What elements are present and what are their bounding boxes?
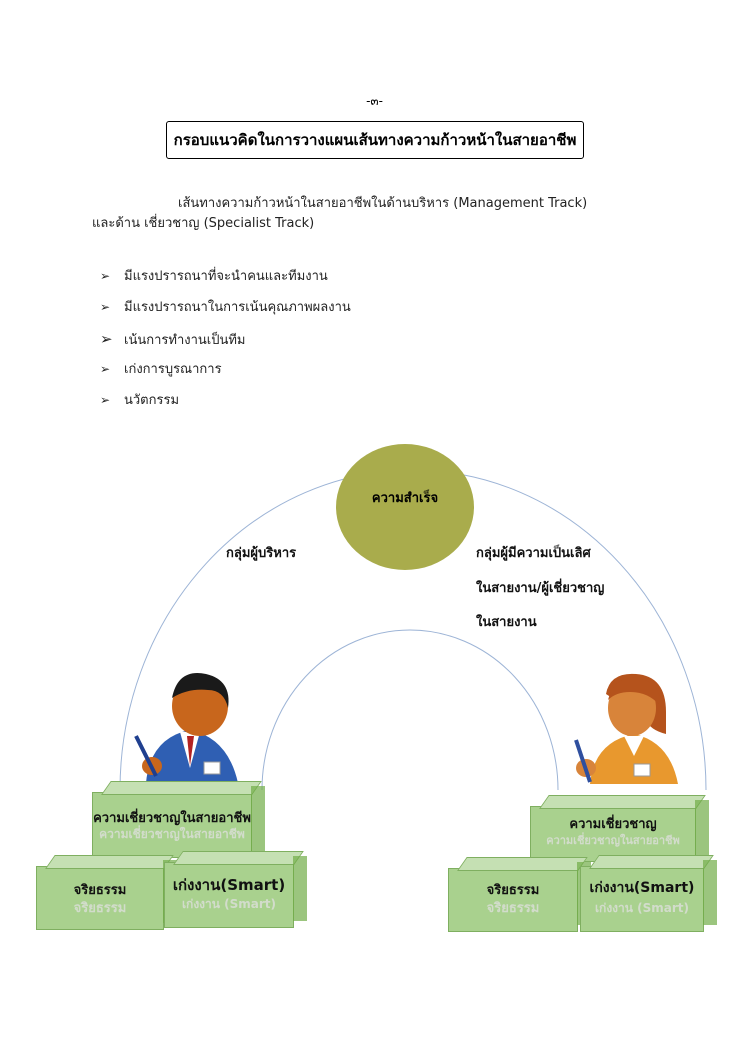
left-expertise-reflection: ความเชี่ยวชาญในสายอาชีพ [99,827,245,841]
success-label: ความสำเร็จ [371,491,439,506]
left-ethics-reflection: จริยธรรม [73,901,127,916]
page-number: -๓- [366,94,383,108]
arrow-bullet-icon: ➢ [100,269,111,283]
left-expertise-box: ความเชี่ยวชาญในสายอาชีพ ความเชี่ยวชาญในส… [92,781,265,858]
specialist-group-line-3: ในสายงาน [476,615,537,630]
right-smart-label: เก่งงาน(Smart) [589,880,695,896]
success-circle [336,444,474,570]
arrow-bullet-icon: ➢ [100,330,113,348]
arrow-bullet-icon: ➢ [100,362,111,376]
right-expertise-box: ความเชี่ยวชาญ ความเชี่ยวชาญในสายอาชีพ [530,795,709,862]
businesswoman-icon [574,673,678,784]
management-group-label: กลุ่มผู้บริหาร [226,546,297,561]
right-smart-box: เก่งงาน(Smart) เก่งงาน (Smart) [580,855,717,932]
arrow-bullet-icon: ➢ [100,393,111,407]
right-expertise-label: ความเชี่ยวชาญ [569,817,657,832]
bullet-item: ➢เก่งการบูรณาการ [100,362,222,377]
left-smart-box: เก่งงาน(Smart) เก่งงาน (Smart) [164,851,307,928]
bullet-item: ➢มีแรงปรารถนาในการเน้นคุณภาพผลงาน [100,300,351,315]
specialist-group-line-2: ในสายงาน/ผู้เชี่ยวชาญ [476,581,605,596]
specialist-group-line-1: กลุ่มผู้มีความเป็นเลิศ [476,546,591,561]
arrow-bullet-icon: ➢ [100,300,111,314]
left-ethics-box: จริยธรรม จริยธรรม [36,855,177,930]
right-ethics-reflection: จริยธรรม [486,901,540,916]
bullet-item: ➢เน้นการทำงานเป็นทีม [100,330,246,348]
page-title: กรอบแนวคิดในการวางแผนเส้นทางความก้าวหน้า… [166,121,584,159]
right-smart-reflection: เก่งงาน (Smart) [594,901,690,915]
left-smart-label: เก่งงาน(Smart) [172,876,286,894]
intro-line-2: และด้าน เชี่ยวชาญ (Specialist Track) [92,216,315,231]
inner-arc [261,629,559,791]
bullet-item: ➢นวัตกรรม [100,393,180,408]
bullet-item: ➢มีแรงปรารถนาที่จะนำคนและทีมงาน [100,269,328,284]
right-ethics-box: จริยธรรม จริยธรรม [448,857,591,932]
left-ethics-label: จริยธรรม [73,883,127,898]
businessman-icon [134,673,238,783]
left-smart-reflection: เก่งงาน (Smart) [181,897,277,911]
bullet-list: ➢มีแรงปรารถนาที่จะนำคนและทีมงาน ➢มีแรงปร… [100,265,400,415]
intro-line-1: เส้นทางความก้าวหน้าในสายอาชีพในด้านบริหา… [178,196,588,211]
right-ethics-label: จริยธรรม [486,883,540,898]
left-expertise-label: ความเชี่ยวชาญในสายอาชีพ [93,811,251,826]
page-title-text: กรอบแนวคิดในการวางแผนเส้นทางความก้าวหน้า… [173,131,577,149]
right-expertise-reflection: ความเชี่ยวชาญในสายอาชีพ [546,834,680,847]
